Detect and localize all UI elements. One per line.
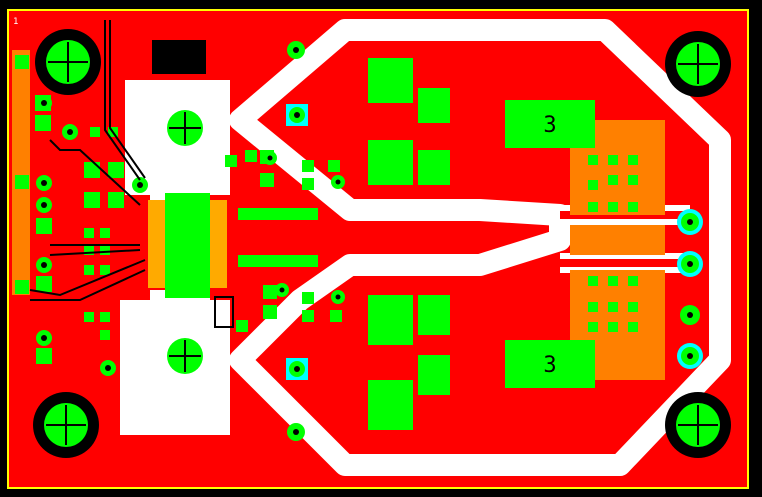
mounting-hole-icon	[35, 29, 101, 95]
clearance-loop-outer	[229, 19, 731, 476]
mounting-hole-icon	[665, 31, 731, 97]
routing-traces	[29, 20, 146, 301]
corner-pin-mark: 1	[13, 17, 18, 27]
coupler-upper: 3	[505, 100, 595, 148]
ic-footprint	[148, 193, 227, 298]
via-icon	[677, 209, 703, 369]
mask-strip-left	[12, 50, 30, 295]
mounting-hole-icon	[167, 338, 203, 374]
component-outline	[214, 296, 234, 328]
silkscreen-label: PDE 2014	[152, 40, 206, 74]
rf-component-pads	[368, 58, 450, 430]
passive-pads-right	[588, 155, 638, 332]
via-icon	[36, 95, 148, 376]
mask-region-mid	[570, 225, 665, 255]
coupler-lower: 3	[505, 340, 595, 388]
passive-pads-left	[35, 95, 124, 364]
trace-bottom	[560, 259, 690, 267]
label-line2: 2014	[163, 59, 194, 74]
mounting-hole-icon	[665, 392, 731, 458]
board-outline	[7, 9, 749, 489]
via-icon	[286, 41, 308, 441]
coupler-upper-label: 3	[543, 113, 556, 138]
via-icon	[263, 151, 345, 304]
passive-pads-center	[225, 150, 342, 332]
label-line1: PDE	[167, 42, 190, 57]
left-connector	[15, 55, 29, 294]
coupler-lower-label: 3	[543, 353, 556, 378]
mounting-hole-icon	[167, 110, 203, 146]
mounting-hole-icon	[33, 392, 99, 458]
